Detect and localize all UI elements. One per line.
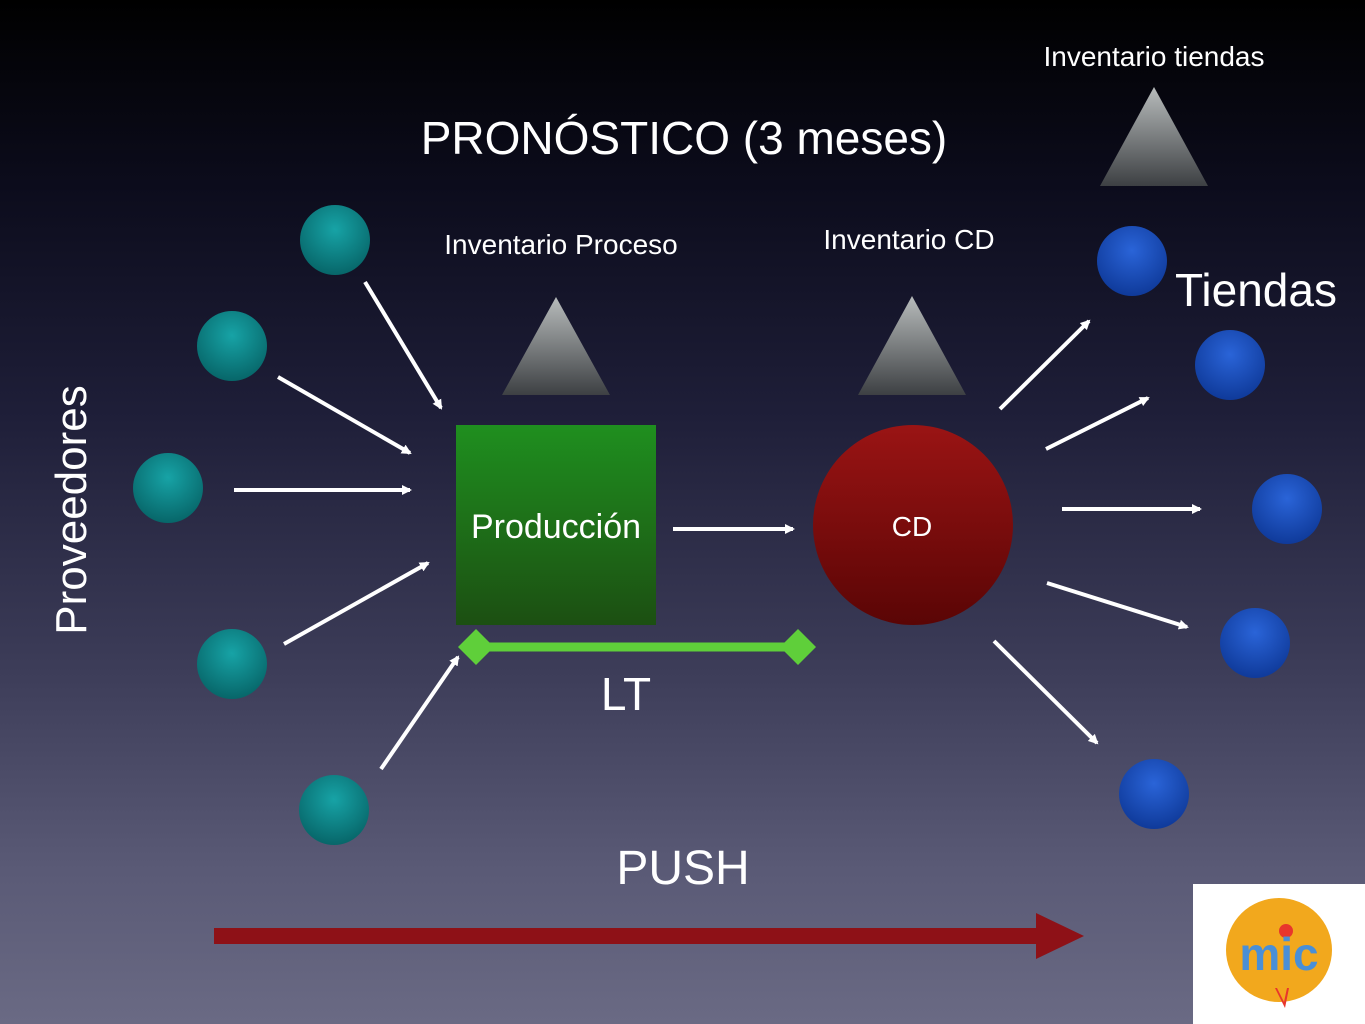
- proveedores-label: Proveedores: [47, 385, 96, 634]
- lt-bar-left-diamond: [458, 629, 494, 665]
- tiendas-label: Tiendas: [1175, 264, 1337, 316]
- inventario-tiendas-triangle-icon: [1100, 87, 1208, 186]
- production-box: [456, 425, 656, 625]
- inventario-cd-label: Inventario CD: [823, 224, 994, 255]
- push-label: PUSH: [616, 842, 749, 895]
- store-node: [1097, 226, 1167, 296]
- push-arrow: [214, 913, 1084, 959]
- suppliers-group: [133, 205, 370, 845]
- store-arrow: [992, 639, 1099, 745]
- supplier-node: [197, 629, 267, 699]
- logo-dot: [1279, 924, 1293, 938]
- store-node: [1119, 759, 1189, 829]
- lt-bar: [458, 629, 816, 665]
- inventario-proceso-triangle-icon: [502, 297, 610, 395]
- stores-group: [1097, 226, 1322, 829]
- supplier-node: [299, 775, 369, 845]
- supplier-arrow: [379, 655, 460, 771]
- push-arrow-shaft: [214, 928, 1040, 944]
- store-arrow: [998, 319, 1091, 411]
- supplier-arrow: [283, 561, 430, 646]
- lt-bar-right-diamond: [780, 629, 816, 665]
- production-label: Producción: [471, 508, 641, 546]
- store-node: [1195, 330, 1265, 400]
- store-node: [1252, 474, 1322, 544]
- page-title: PRONÓSTICO (3 meses): [421, 112, 948, 164]
- store-arrows: [992, 319, 1202, 745]
- inventario-cd-triangle-icon: [858, 296, 966, 395]
- lt-label: LT: [601, 668, 651, 720]
- store-arrow: [1045, 396, 1150, 451]
- mic-logo-graphic: mic: [1226, 898, 1332, 1008]
- supplier-arrows: [234, 280, 460, 771]
- store-arrow: [1046, 581, 1189, 630]
- supplier-node: [300, 205, 370, 275]
- inventario-tiendas-label: Inventario tiendas: [1043, 41, 1264, 72]
- logo-bubble: [1226, 898, 1332, 1002]
- push-arrow-head: [1036, 913, 1084, 959]
- inventario-proceso-label: Inventario Proceso: [444, 229, 677, 260]
- supplier-arrow: [277, 375, 412, 455]
- logo-bubble-tail-inner: [1277, 988, 1287, 1002]
- cd-label: CD: [892, 511, 932, 542]
- mic-logo: mic: [1193, 884, 1365, 1024]
- cd-node: [813, 425, 1013, 625]
- supplier-node: [133, 453, 203, 523]
- logo-text: mic: [1239, 928, 1318, 980]
- store-node: [1220, 608, 1290, 678]
- supplier-arrow: [363, 280, 443, 410]
- supplier-node: [197, 311, 267, 381]
